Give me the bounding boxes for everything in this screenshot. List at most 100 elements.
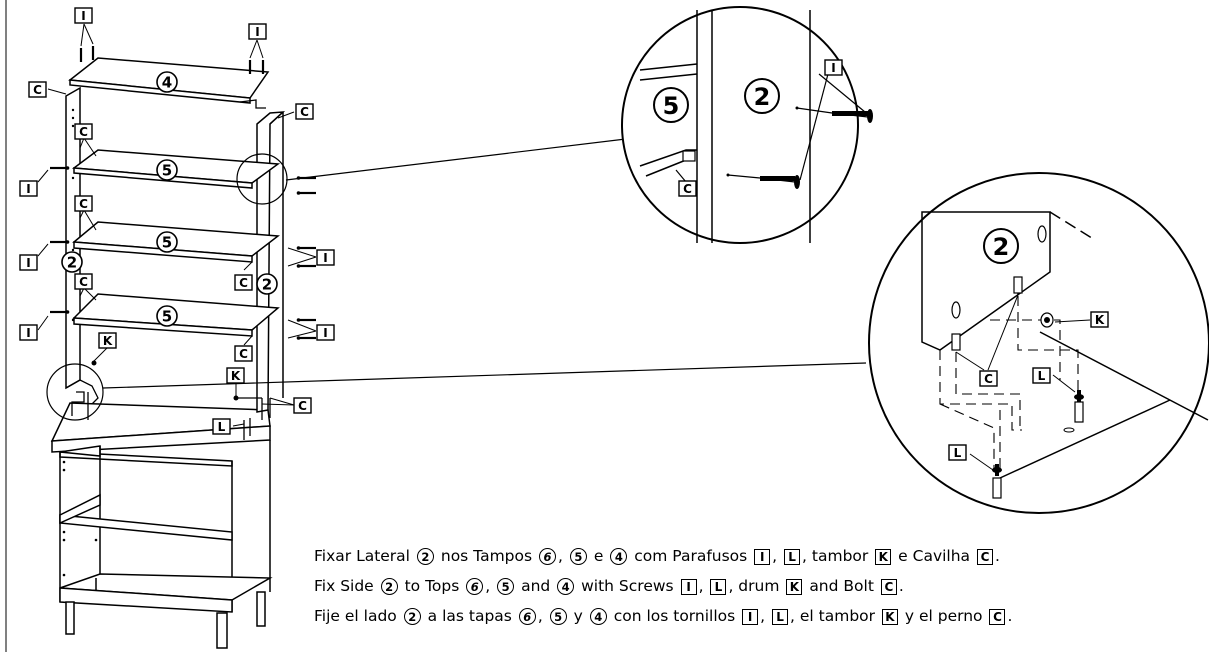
label-bolt-c: C bbox=[74, 273, 93, 290]
screw-i-ref: I bbox=[742, 608, 759, 625]
instr-text: e bbox=[593, 547, 604, 565]
label-screw-i: I bbox=[19, 180, 38, 197]
instruction-pt: Fixar Lateral 2 nos Tampos 6, 5 e 4 com … bbox=[314, 541, 1204, 571]
svg-text:C: C bbox=[298, 399, 307, 413]
screw-l-ref: L bbox=[710, 578, 727, 595]
svg-text:I: I bbox=[323, 251, 327, 265]
instr-text: with Screws bbox=[581, 577, 674, 595]
svg-text:C: C bbox=[984, 372, 993, 386]
instr-text: and Bolt bbox=[809, 577, 874, 595]
instr-text: to Tops bbox=[404, 577, 460, 595]
instr-text: , drum bbox=[728, 577, 780, 595]
instr-text: , tambor bbox=[802, 547, 869, 565]
svg-text:I: I bbox=[323, 326, 327, 340]
instr-text: nos Tampos bbox=[440, 547, 533, 565]
number-side-2-detail: 2 bbox=[983, 228, 1019, 264]
svg-text:I: I bbox=[831, 61, 835, 75]
instr-text: e Cavilha bbox=[898, 547, 971, 565]
top-6-ref: 6 bbox=[466, 578, 484, 595]
label-screw-i: I bbox=[316, 324, 335, 341]
drum-k-ref: K bbox=[881, 608, 898, 625]
svg-text:K: K bbox=[1095, 313, 1105, 327]
label-screw-i: I bbox=[248, 23, 267, 40]
label-screw-l: L bbox=[212, 418, 231, 435]
label-bolt-c: C bbox=[979, 370, 998, 387]
instr-text: and bbox=[521, 577, 551, 595]
svg-text:4: 4 bbox=[162, 74, 172, 92]
instr-text: . bbox=[898, 577, 904, 595]
instr-text: , bbox=[537, 607, 543, 625]
part-labels: I I C C C I C I I C C I I K C K C L I C … bbox=[19, 7, 1109, 461]
instr-text: con los tornillos bbox=[613, 607, 736, 625]
top-5-ref: 5 bbox=[549, 608, 567, 625]
label-bolt-c: C bbox=[295, 103, 314, 120]
top-5-ref: 5 bbox=[497, 578, 515, 595]
svg-text:L: L bbox=[1038, 369, 1046, 383]
label-bolt-c: C bbox=[74, 195, 93, 212]
svg-text:C: C bbox=[79, 125, 88, 139]
label-screw-i: I bbox=[19, 324, 38, 341]
bolt-c-ref: C bbox=[977, 548, 993, 565]
svg-text:I: I bbox=[26, 326, 30, 340]
svg-text:5: 5 bbox=[162, 308, 172, 326]
label-screw-i: I bbox=[74, 7, 93, 24]
instr-text: , el tambor bbox=[790, 607, 876, 625]
number-top-5: 5 bbox=[156, 305, 178, 327]
svg-text:L: L bbox=[954, 446, 962, 460]
label-screw-i: I bbox=[316, 249, 335, 266]
label-bolt-c: C bbox=[74, 123, 93, 140]
number-side-2-detail: 2 bbox=[744, 78, 780, 114]
instr-text: . bbox=[995, 547, 1000, 565]
svg-text:I: I bbox=[255, 25, 259, 39]
instr-text: y el perno bbox=[904, 607, 983, 625]
number-side-2: 2 bbox=[61, 251, 83, 273]
instr-text: a las tapas bbox=[427, 607, 512, 625]
detail-zoom-lower bbox=[868, 172, 1209, 514]
svg-text:K: K bbox=[103, 334, 113, 348]
svg-text:I: I bbox=[26, 182, 30, 196]
svg-text:2: 2 bbox=[754, 83, 771, 111]
label-screw-i: I bbox=[19, 254, 38, 271]
screw-l-ref: L bbox=[772, 608, 789, 625]
number-top-4: 4 bbox=[156, 71, 178, 93]
label-bolt-c: C bbox=[678, 180, 697, 197]
drum-k-ref: K bbox=[875, 548, 892, 565]
instr-text: Fije el lado bbox=[314, 607, 397, 625]
top-4-ref: 4 bbox=[610, 548, 628, 565]
instruction-en: Fix Side 2 to Tops 6, 5 and 4 with Screw… bbox=[314, 571, 1204, 601]
leader-lines bbox=[37, 23, 317, 427]
svg-text:C: C bbox=[79, 197, 88, 211]
svg-text:L: L bbox=[218, 420, 226, 434]
label-bolt-c: C bbox=[293, 397, 312, 414]
svg-text:2: 2 bbox=[993, 233, 1010, 261]
number-top-5-detail: 5 bbox=[653, 87, 689, 123]
number-top-5: 5 bbox=[156, 231, 178, 253]
instruction-es: Fije el lado 2 a las tapas 6, 5 y 4 con … bbox=[314, 601, 1204, 631]
screws bbox=[48, 46, 318, 341]
label-drum-k: K bbox=[98, 332, 117, 349]
top-6-ref: 6 bbox=[518, 608, 536, 625]
instr-text: , bbox=[558, 547, 563, 565]
svg-text:C: C bbox=[79, 275, 88, 289]
lower-cabinet bbox=[50, 402, 273, 649]
side-2-ref: 2 bbox=[380, 578, 398, 595]
number-top-5: 5 bbox=[156, 159, 178, 181]
top-4-ref: 4 bbox=[557, 578, 575, 595]
top-6-ref: 6 bbox=[539, 548, 557, 565]
svg-text:I: I bbox=[26, 256, 30, 270]
instr-text: , bbox=[485, 577, 491, 595]
screw-i-ref: I bbox=[680, 578, 697, 595]
svg-text:5: 5 bbox=[162, 162, 172, 180]
instr-text: y bbox=[573, 607, 583, 625]
top-5-ref: 5 bbox=[569, 548, 587, 565]
svg-text:2: 2 bbox=[67, 254, 77, 272]
label-bolt-c: C bbox=[234, 274, 253, 291]
svg-text:2: 2 bbox=[262, 276, 272, 294]
label-drum-k: K bbox=[226, 367, 245, 384]
side-2-ref: 2 bbox=[416, 548, 434, 565]
label-screw-i: I bbox=[824, 59, 843, 76]
label-screw-l: L bbox=[1032, 367, 1051, 384]
svg-text:C: C bbox=[33, 83, 42, 97]
drum-k-ref: K bbox=[786, 578, 803, 595]
